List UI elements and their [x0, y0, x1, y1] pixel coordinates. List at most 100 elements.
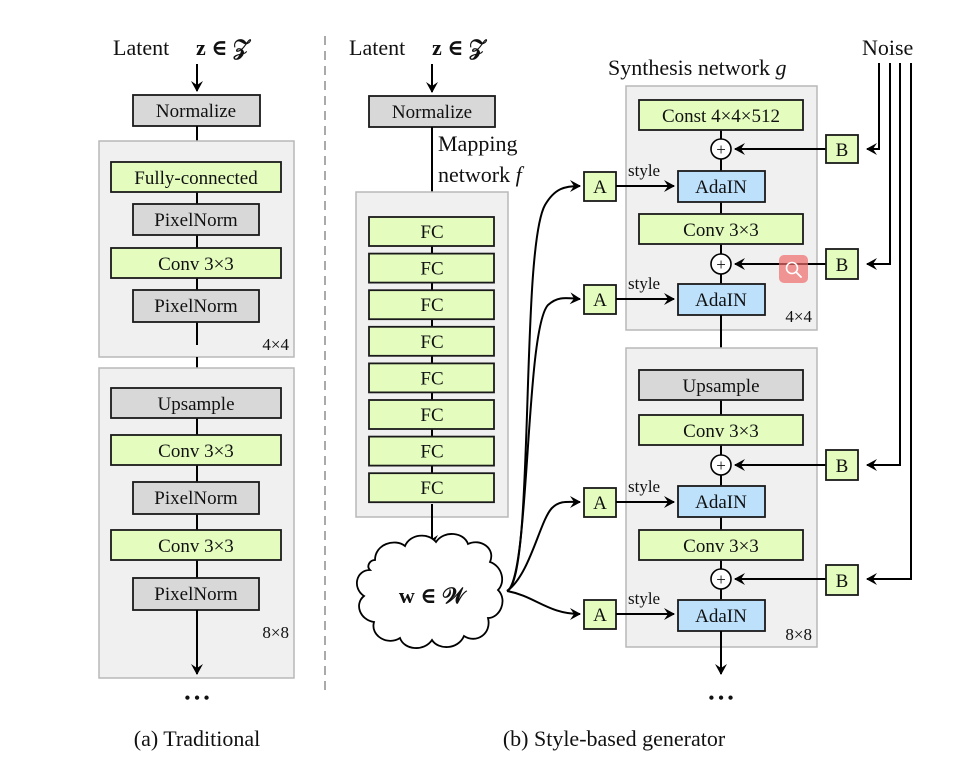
- mapping-fc-box-6: [368, 399, 495, 430]
- style-input-math: z ∈ 𝒵: [432, 35, 488, 61]
- trad-fc-box: [110, 161, 282, 193]
- synth-upsample-box: [638, 369, 804, 401]
- noise-scale-b4-label: B: [836, 571, 849, 592]
- adain-4-label: AdaIN: [695, 606, 747, 627]
- noise-scale-b4: [825, 564, 859, 596]
- trad-caption: (a) Traditional: [134, 726, 261, 751]
- mapping-fc-label-7: FC: [420, 442, 443, 463]
- affine-a4: [583, 599, 617, 630]
- mapping-fc-label-8: FC: [420, 478, 443, 499]
- mapping-fc-box-4: [368, 325, 495, 357]
- noise-scale-b3: [825, 449, 859, 481]
- adain-3-box: [677, 485, 766, 518]
- plus-symbol-4: +: [716, 570, 726, 589]
- mapping-fc-box-2: [368, 252, 495, 284]
- trad-pixelnorm4-box: [132, 577, 260, 611]
- style-label-2: style: [628, 274, 660, 293]
- trad-input-label: Latent: [113, 35, 169, 60]
- noise-line-1: [866, 63, 880, 155]
- trad-pixelnorm3-label: PixelNorm: [154, 488, 238, 509]
- trad-conv3-label: Conv 3×3: [158, 536, 234, 557]
- mapping-label-line2: network f: [438, 162, 525, 187]
- mapping-fc-box-3: [368, 289, 495, 321]
- noise-scale-b1: [825, 134, 859, 164]
- synth-block1-resolution: 4×4: [785, 307, 812, 326]
- mapping-fc-label-3: FC: [420, 295, 443, 316]
- synth-conv1-label: Conv 3×3: [683, 220, 759, 241]
- synth-conv3-box: [638, 529, 804, 561]
- noise-add-node-2: [710, 253, 732, 275]
- style-based-network: Latent z ∈ 𝒵 Normalize Mapping network f…: [349, 35, 913, 751]
- adain-2-box: [677, 283, 766, 316]
- trad-normalize-label: Normalize: [156, 101, 236, 122]
- plus-symbol-1: +: [716, 140, 726, 159]
- noise-line-3: [866, 63, 901, 471]
- noise-label: Noise: [862, 35, 913, 60]
- trad-conv1-box: [110, 247, 282, 279]
- const-input-label: Const 4×4×512: [662, 106, 780, 127]
- noise-scale-b1-label: B: [836, 140, 849, 161]
- affine-a3: [583, 487, 617, 518]
- mapping-fc-stack: FC FC FC FC FC FC FC FC: [368, 216, 495, 504]
- trad-conv3-box: [110, 529, 282, 561]
- w-to-a2-curve: [506, 292, 581, 592]
- affine-a2-label: A: [593, 290, 607, 311]
- w-latent-cloud: [356, 533, 504, 649]
- affine-a4-label: A: [593, 605, 607, 626]
- noise-line-2: [866, 63, 891, 270]
- synth-conv2-box: [638, 414, 804, 446]
- affine-a1-label: A: [593, 177, 607, 198]
- trad-upsample-box: [110, 387, 282, 419]
- magnifier-icon-bg[interactable]: [779, 255, 808, 283]
- adain-1-label: AdaIN: [695, 177, 747, 198]
- mapping-fc-box-5: [368, 362, 495, 394]
- mapping-fc-box-1: [368, 216, 495, 247]
- style-caption: (b) Style-based generator: [503, 726, 726, 751]
- style-label-3: style: [628, 477, 660, 496]
- trad-pixelnorm1-box: [132, 203, 260, 236]
- trad-input-math: z ∈ 𝒵: [196, 35, 252, 61]
- mapping-fc-box-8: [368, 472, 495, 504]
- noise-add-node-3: [710, 454, 732, 476]
- noise-scale-b2-label: B: [836, 255, 849, 276]
- style-input-label: Latent: [349, 35, 405, 60]
- style-normalize-box: [368, 95, 496, 128]
- mapping-fc-label-5: FC: [420, 368, 443, 389]
- trad-fc-label: Fully-connected: [134, 168, 258, 189]
- trad-pixelnorm2-box: [132, 289, 260, 323]
- noise-scale-b2: [825, 248, 859, 280]
- adain-3-label: AdaIN: [695, 492, 747, 513]
- style-label-4: style: [628, 589, 660, 608]
- style-normalize-label: Normalize: [392, 102, 472, 123]
- trad-conv2-label: Conv 3×3: [158, 441, 234, 462]
- mapping-fc-label-2: FC: [420, 259, 443, 280]
- w-to-a4-curve: [506, 590, 581, 620]
- magnifier-icon[interactable]: [779, 255, 808, 283]
- trad-conv2-box: [110, 434, 282, 466]
- adain-2-label: AdaIN: [695, 290, 747, 311]
- trad-pixelnorm2-label: PixelNorm: [154, 296, 238, 317]
- noise-add-node-4: [710, 568, 732, 590]
- trad-pixelnorm4-label: PixelNorm: [154, 584, 238, 605]
- trad-block1-resolution: 4×4: [262, 335, 289, 354]
- w-to-a3-curve: [506, 495, 581, 592]
- mapping-fc-label-4: FC: [420, 332, 443, 353]
- mapping-fc-label-1: FC: [420, 222, 443, 243]
- synth-ellipsis: • • •: [709, 690, 734, 707]
- synth-block2-resolution: 8×8: [785, 625, 812, 644]
- mapping-fc-label-6: FC: [420, 405, 443, 426]
- const-input-box: [638, 99, 804, 131]
- synthesis-label: Synthesis network g: [608, 55, 786, 80]
- synth-conv3-label: Conv 3×3: [683, 536, 759, 557]
- noise-scale-b3-label: B: [836, 456, 849, 477]
- trad-pixelnorm3-box: [132, 481, 260, 515]
- traditional-network: Latent z ∈ 𝒵 Normalize Fully-connected P…: [98, 35, 295, 751]
- noise-add-node-1: [710, 138, 732, 160]
- mapping-label-line1: Mapping: [438, 131, 517, 156]
- mapping-fc-box-7: [368, 435, 495, 467]
- plus-symbol-2: +: [716, 255, 726, 274]
- noise-line-4: [866, 63, 912, 585]
- trad-conv1-label: Conv 3×3: [158, 254, 234, 275]
- magnifier-lens: [785, 261, 799, 275]
